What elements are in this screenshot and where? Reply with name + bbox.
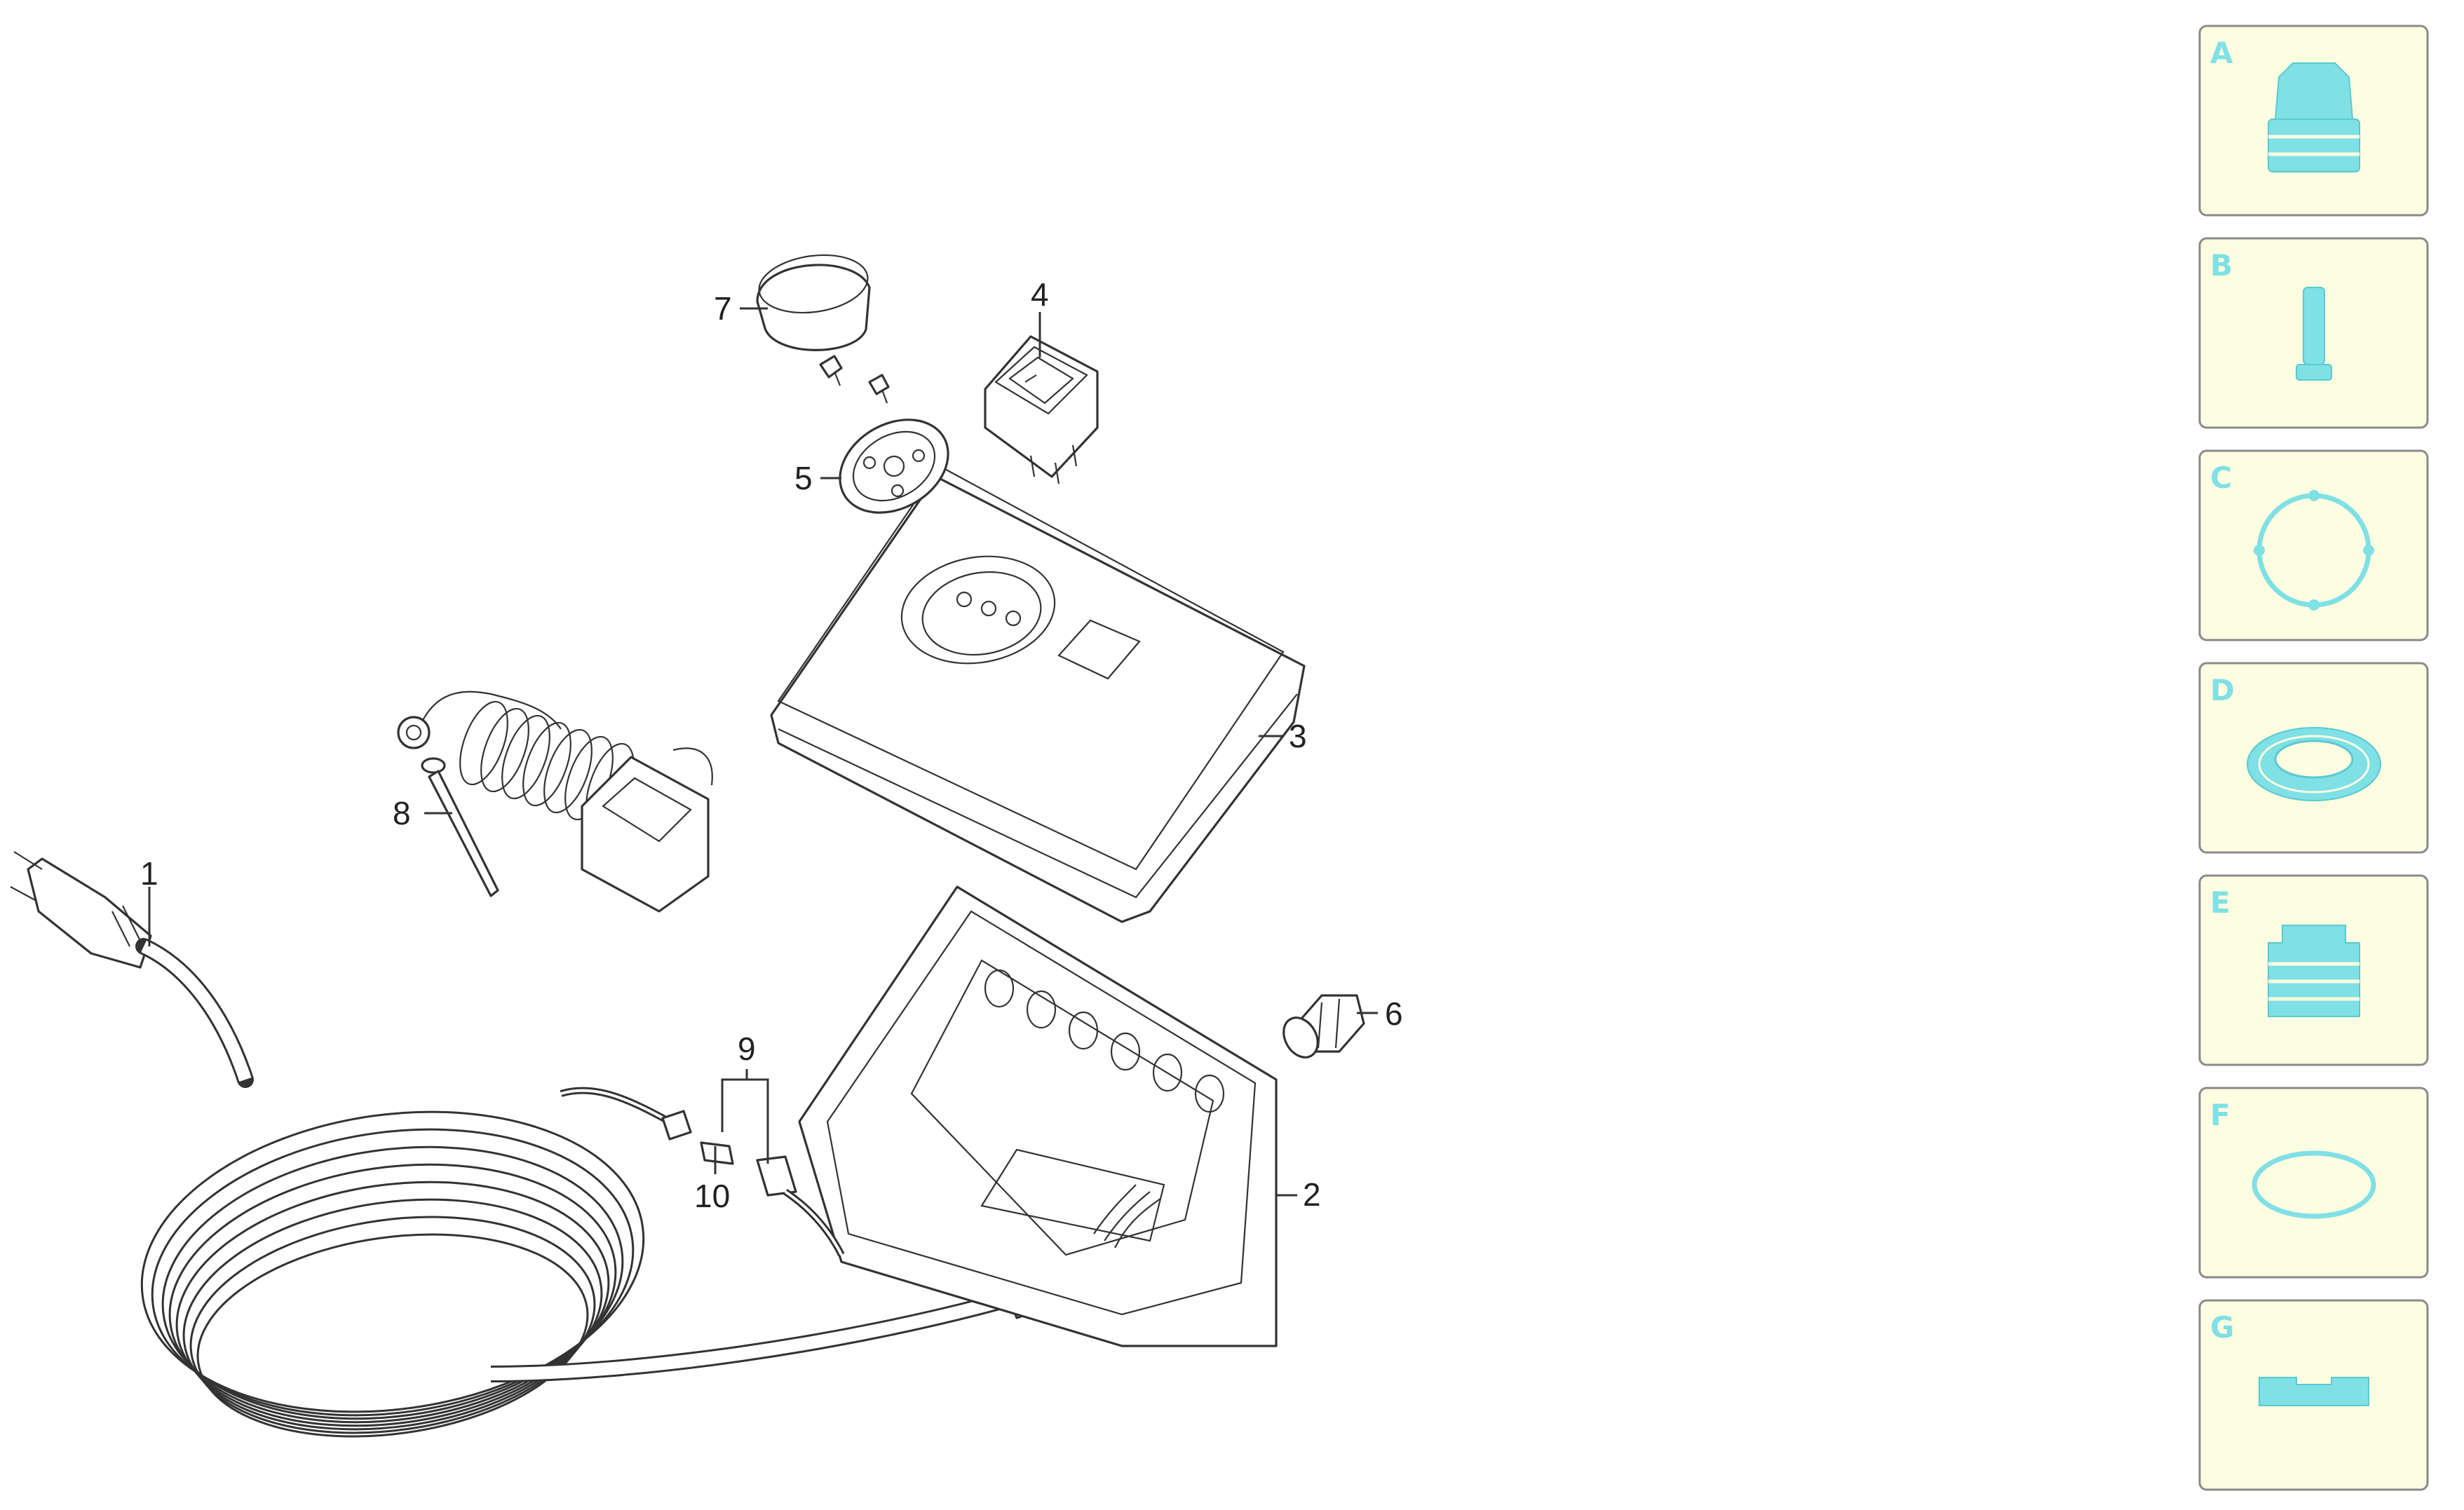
pin-icon xyxy=(2296,287,2332,381)
bottom-housing-part[interactable] xyxy=(798,885,1278,1347)
o-ring-icon xyxy=(2252,1150,2376,1219)
legend-item-g[interactable]: G xyxy=(2198,1299,2429,1491)
leader-lines xyxy=(148,307,1378,1197)
legend-item-e[interactable]: E xyxy=(2198,874,2429,1066)
legend-letter-d: D xyxy=(2210,673,2235,707)
rocker-switch-part[interactable] xyxy=(984,335,1099,484)
callout-7: 7 xyxy=(714,290,732,327)
seal-ring-icon xyxy=(2247,727,2381,801)
callout-4: 4 xyxy=(1031,276,1049,313)
legend-letter-g: G xyxy=(2210,1310,2234,1345)
callout-10: 10 xyxy=(694,1178,730,1214)
legend-letter-e: E xyxy=(2210,885,2231,920)
callout-5: 5 xyxy=(794,460,813,496)
callout-2: 2 xyxy=(1303,1176,1321,1213)
gasket-icon xyxy=(2254,490,2374,611)
callout-labels: 1 2 3 4 5 6 7 8 9 10 xyxy=(140,276,1403,1214)
callout-3: 3 xyxy=(1289,718,1307,754)
legend-item-b[interactable]: B xyxy=(2198,237,2429,429)
legend-item-a[interactable]: A xyxy=(2198,25,2429,217)
meter-bezel-part[interactable] xyxy=(819,355,965,531)
cable-gland-part[interactable] xyxy=(1277,994,1365,1063)
callout-6: 6 xyxy=(1385,995,1403,1032)
legend-letter-c: C xyxy=(2210,461,2232,495)
bellows-icon xyxy=(2268,925,2360,1017)
plate-icon xyxy=(2259,1377,2369,1406)
callout-9: 9 xyxy=(738,1031,756,1067)
callout-1: 1 xyxy=(140,855,158,892)
legend-letter-b: B xyxy=(2210,248,2233,283)
nozzle-icon xyxy=(2268,62,2360,172)
knob-cap-part[interactable] xyxy=(755,249,872,351)
legend-letter-f: F xyxy=(2210,1098,2231,1132)
legend-item-f[interactable]: F xyxy=(2198,1087,2429,1279)
parts-legend: A B C xyxy=(2198,25,2429,1491)
legend-item-c[interactable]: C xyxy=(2198,449,2429,641)
legend-letter-a: A xyxy=(2210,36,2233,70)
legend-item-d[interactable]: D xyxy=(2198,662,2429,854)
thermostat-part[interactable] xyxy=(397,691,713,913)
top-cover-part[interactable] xyxy=(770,465,1306,923)
inline-connector-part[interactable] xyxy=(560,1087,845,1257)
callout-8: 8 xyxy=(393,795,411,831)
